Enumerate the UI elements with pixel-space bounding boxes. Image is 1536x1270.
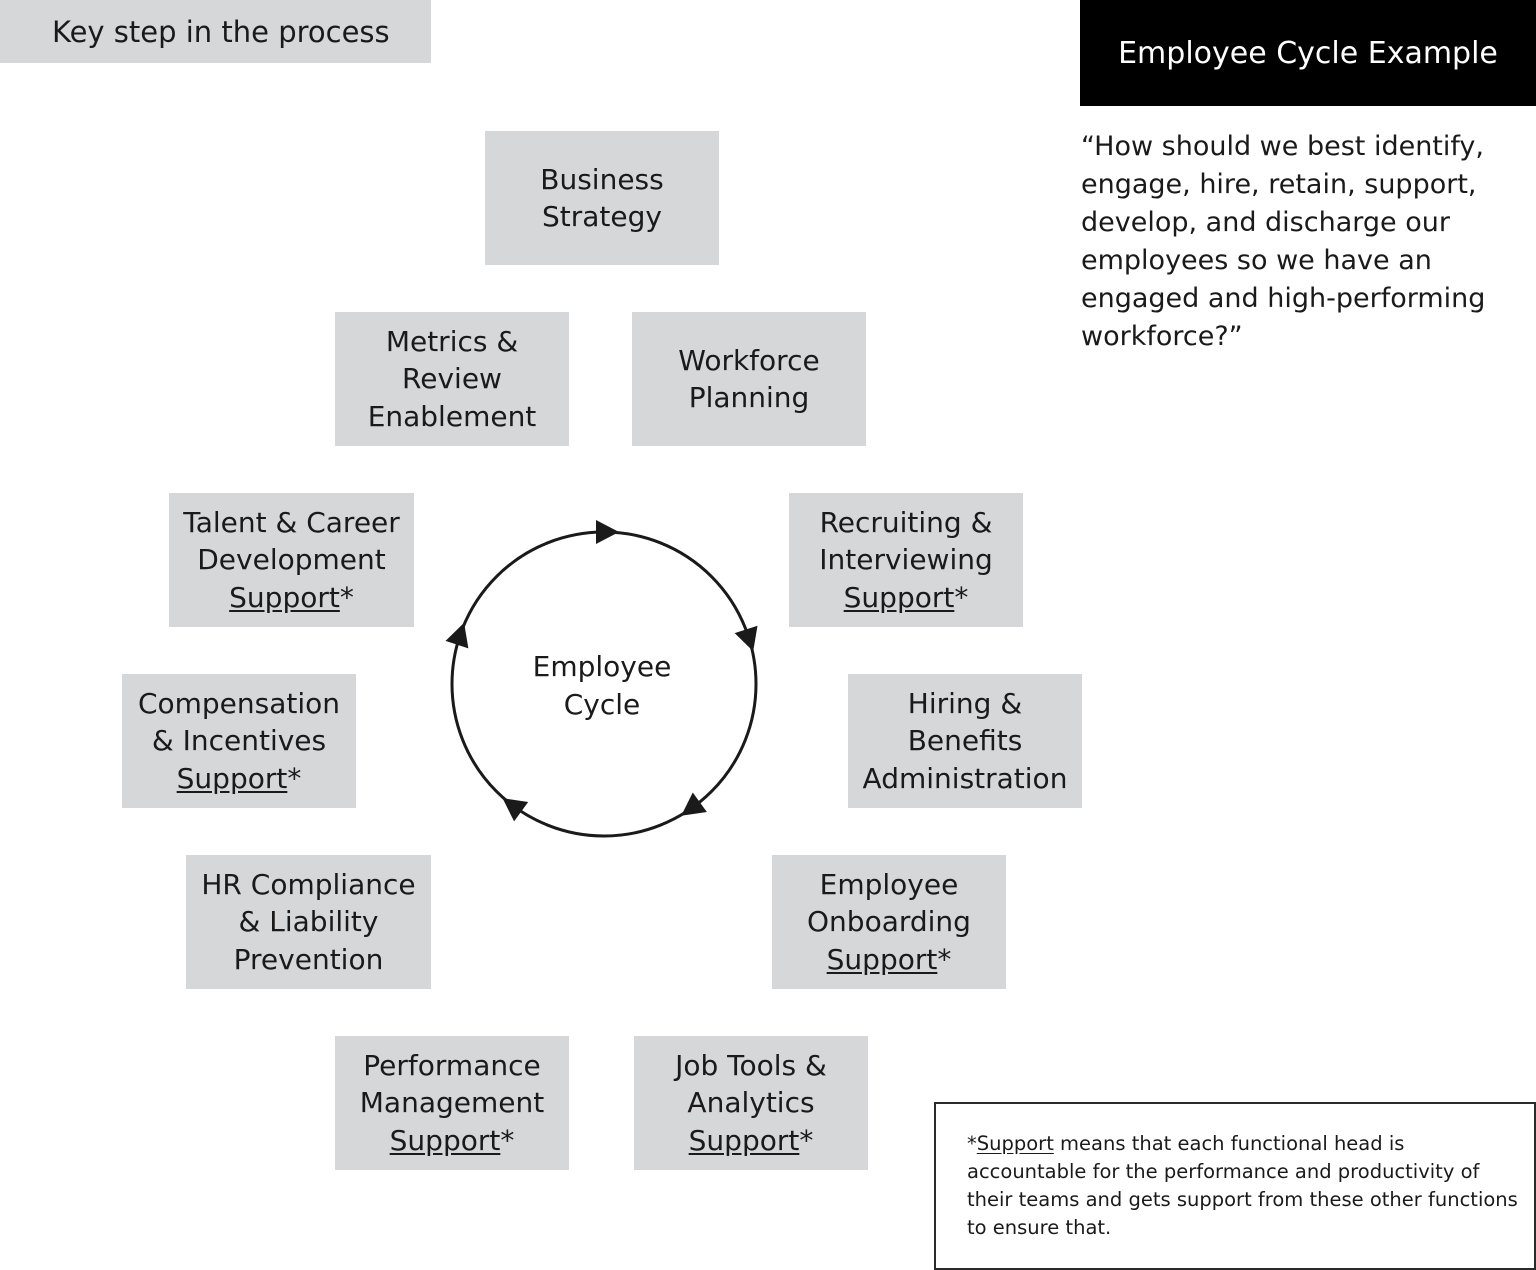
step-label-line: & Incentives <box>151 724 327 758</box>
support-word: Support <box>843 580 955 614</box>
legend-label: Key step in the process <box>52 14 390 49</box>
support-label: Support* <box>177 760 302 798</box>
support-label: Support* <box>689 1122 814 1160</box>
support-asterisk: * <box>500 1123 515 1157</box>
step-label-line: Review <box>402 362 502 396</box>
step-label-line: Workforce <box>678 343 820 377</box>
step-label-line: Business <box>540 162 664 196</box>
step-label-line: Management <box>359 1086 545 1120</box>
support-asterisk: * <box>799 1123 814 1157</box>
header-banner: Employee Cycle Example <box>1080 0 1536 106</box>
support-word: Support <box>176 761 288 795</box>
step-label-line: Enablement <box>367 399 537 433</box>
support-asterisk: * <box>339 580 354 614</box>
step-label-line: Employee <box>819 867 959 901</box>
legend-key: Key step in the process <box>0 0 431 63</box>
cycle-arrowhead <box>596 520 619 544</box>
header-title: Employee Cycle Example <box>1118 35 1498 71</box>
support-word: Support <box>688 1123 800 1157</box>
step-label-line: Performance <box>363 1048 541 1082</box>
support-label: Support* <box>390 1122 515 1160</box>
cycle-center-label: Employee Cycle <box>500 648 704 723</box>
support-asterisk: * <box>954 580 969 614</box>
support-asterisk: * <box>287 761 302 795</box>
step-label-line: Hiring & <box>907 686 1023 720</box>
step-label-line: Compensation <box>137 686 341 720</box>
cycle-center-line: Employee <box>532 650 672 683</box>
support-asterisk: * <box>937 942 952 976</box>
cycle-arrowhead <box>445 622 469 649</box>
support-word: Support <box>826 942 938 976</box>
cycle-center-line: Cycle <box>563 687 641 721</box>
step-label-line: Development <box>197 543 386 577</box>
step-label-line: Onboarding <box>807 905 971 939</box>
guiding-question: “How should we best identify, engage, hi… <box>1081 131 1486 352</box>
support-label: Support* <box>229 579 354 617</box>
footnote-text: means that each functional head is accou… <box>967 1132 1518 1239</box>
step-label-line: Recruiting & <box>819 505 993 539</box>
step-label-line: & Liability <box>238 905 379 939</box>
cycle-arrowhead <box>681 792 707 816</box>
step-label-line: Strategy <box>542 200 662 233</box>
footnote-box: *Support means that each functional head… <box>934 1102 1536 1270</box>
support-label: Support* <box>844 579 969 617</box>
support-word: Support <box>389 1123 501 1157</box>
step-label-line: Job Tools & <box>675 1048 827 1082</box>
step-label-line: Administration <box>862 761 1068 795</box>
support-label: Support* <box>827 941 952 979</box>
step-label-line: HR Compliance <box>201 867 416 901</box>
cycle-arrowhead <box>502 798 529 822</box>
step-label-line: Interviewing <box>819 543 993 577</box>
step-label-line: Metrics & <box>385 324 519 358</box>
step-label-line: Benefits <box>907 724 1023 758</box>
step-label-line: Prevention <box>233 942 384 976</box>
step-label-line: Talent & Career <box>183 505 400 539</box>
support-word: Support <box>229 580 340 614</box>
cycle-arrowhead <box>734 625 758 652</box>
footnote-prefix: * <box>967 1132 977 1155</box>
step-label-line: Planning <box>688 381 810 414</box>
footnote-term: Support <box>976 1132 1054 1155</box>
step-label-line: Analytics <box>687 1086 815 1120</box>
